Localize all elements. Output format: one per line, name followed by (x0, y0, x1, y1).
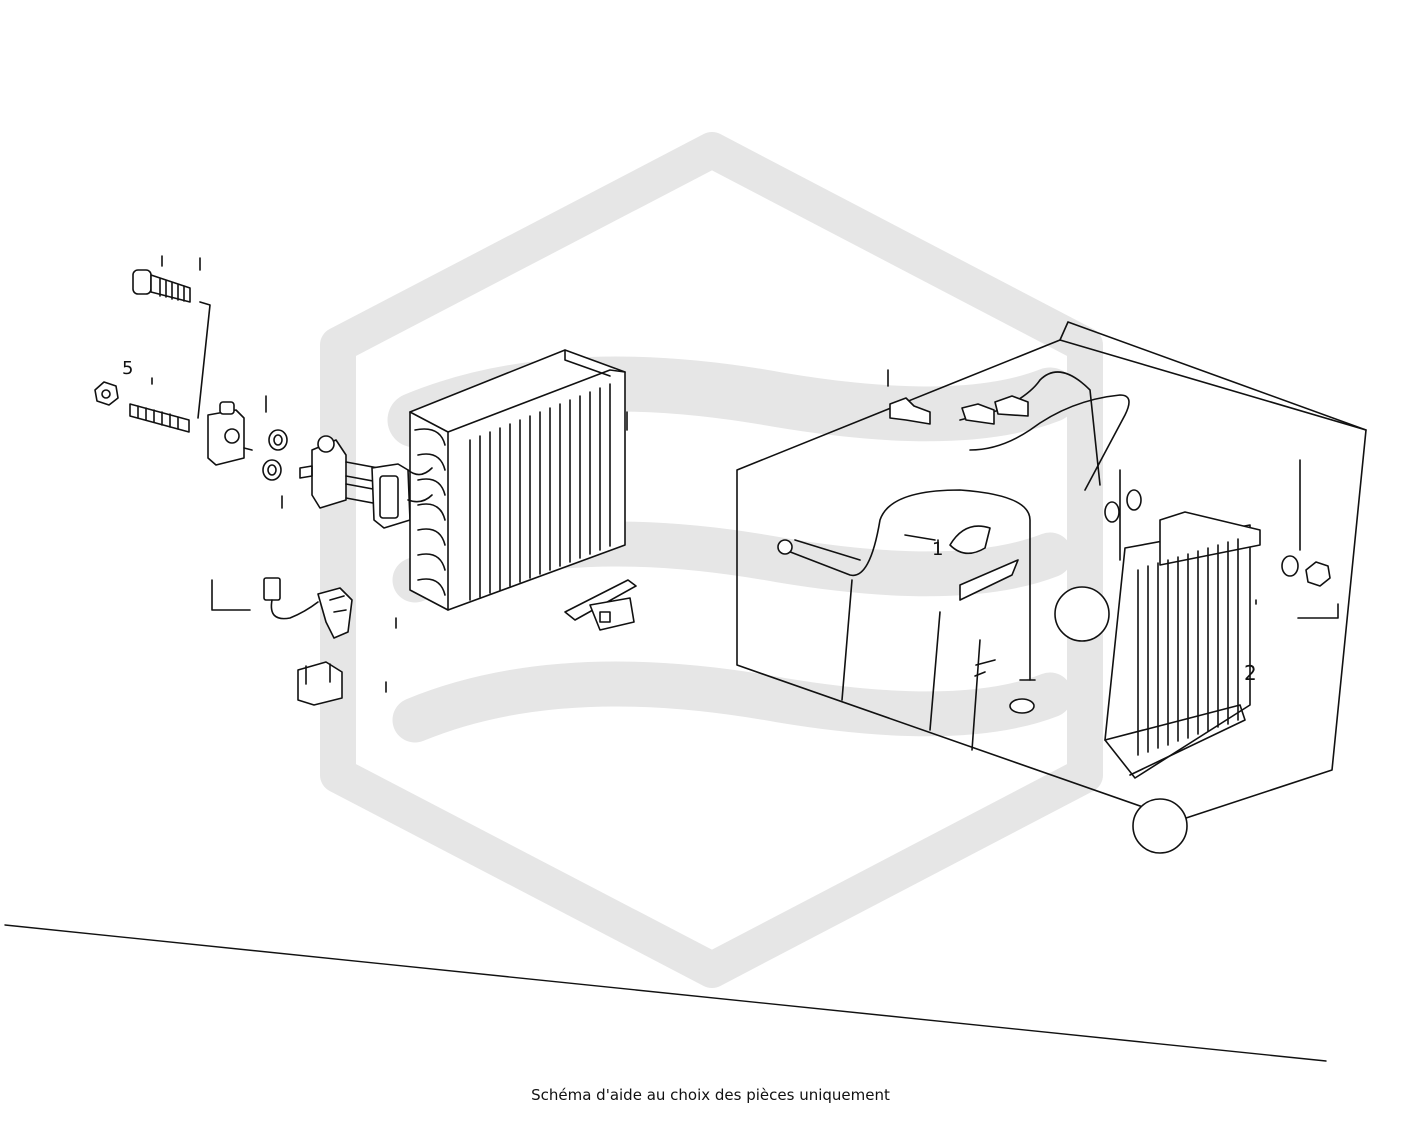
heater-pipe-part (777, 371, 1130, 714)
heater-nut-part (1281, 555, 1331, 587)
bracket-part (297, 661, 343, 706)
expansion-valve-part (207, 401, 253, 466)
callout-1: 1 (932, 539, 943, 560)
fitting-part (889, 395, 1029, 425)
heater-core-part (1104, 511, 1261, 779)
sensor-part (263, 577, 353, 639)
callout-5: 5 (122, 358, 133, 379)
o-ring-part (262, 429, 288, 481)
pipe-connector-part (299, 435, 411, 529)
bolt-part (132, 269, 211, 419)
stud-part (129, 403, 190, 433)
callout-2: 2 (1244, 661, 1257, 685)
housing-washer-part (1104, 489, 1142, 523)
nut-part (94, 381, 119, 406)
leader-lines (151, 255, 1339, 693)
heater-housing-part (736, 321, 1367, 821)
cover-part (949, 525, 1019, 601)
diagram-caption: Schéma d'aide au choix des pièces unique… (531, 1086, 890, 1104)
evaporator-core-part (407, 349, 626, 611)
detail-circle (1054, 586, 1188, 854)
clip-part (564, 579, 637, 631)
baseline-line (4, 924, 1327, 1062)
